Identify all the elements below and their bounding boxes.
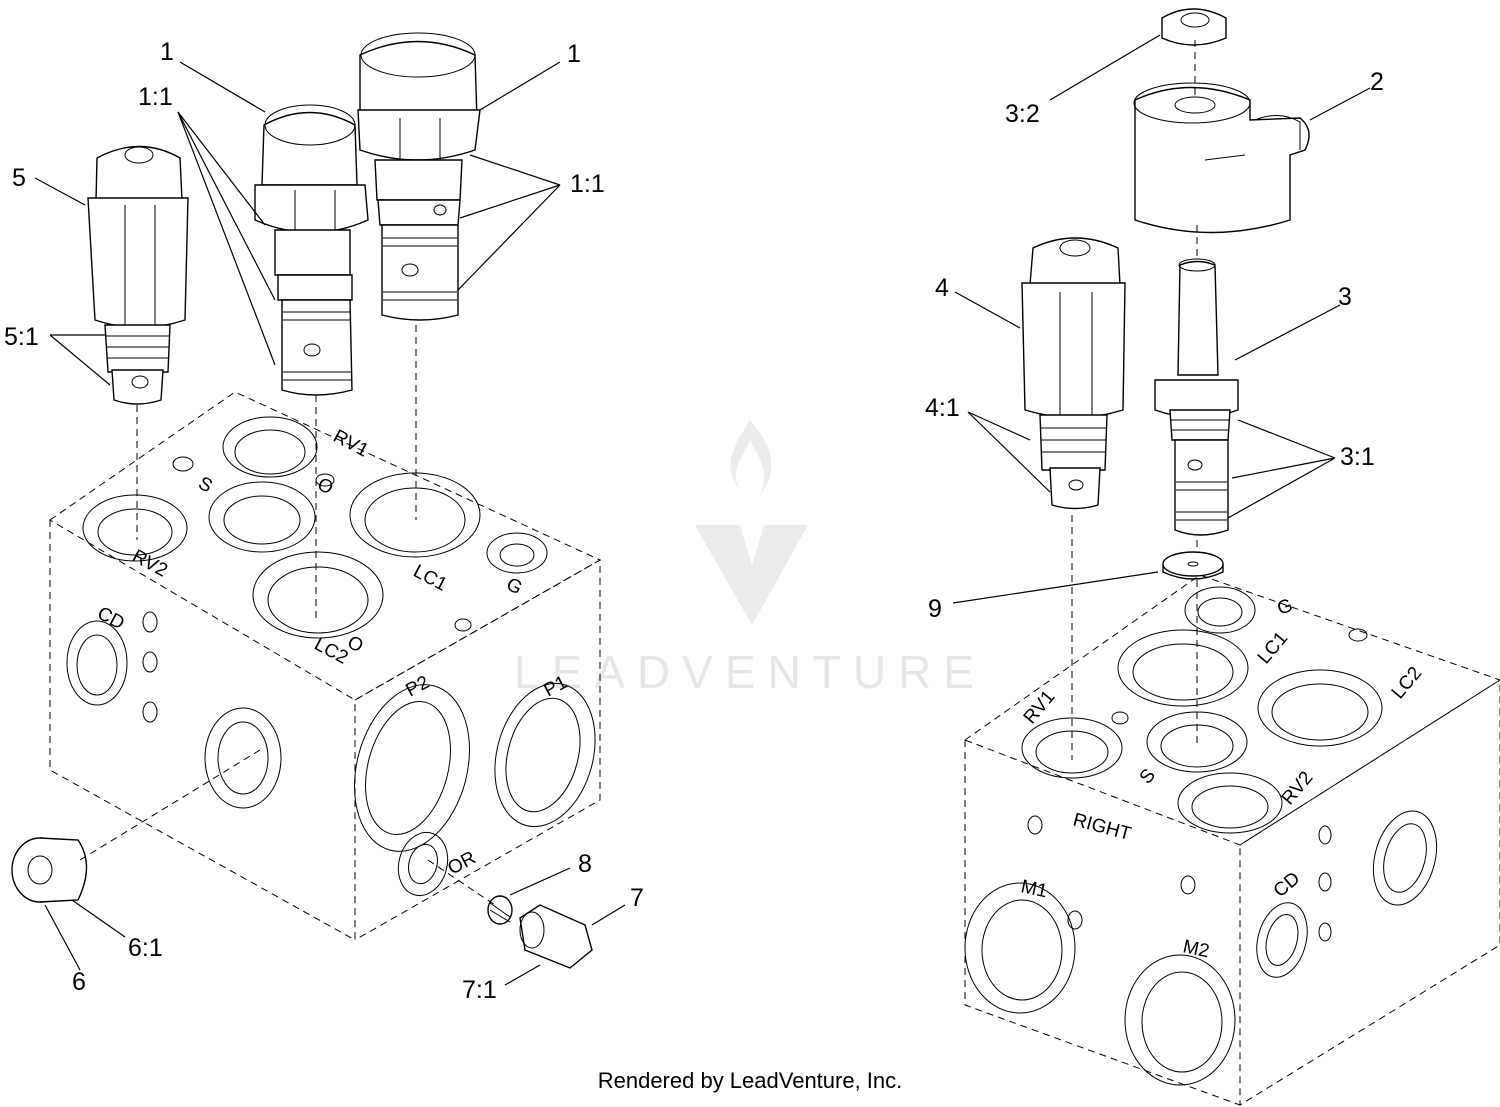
cartridge-valve-1-right: [357, 32, 481, 321]
solenoid-coil-2: [1133, 82, 1310, 234]
port-label-lc1-right: LC1: [1254, 628, 1292, 668]
port-label-rv1-right: RV1: [1020, 687, 1060, 729]
callout-2: 2: [1370, 68, 1384, 96]
port-label-lc2: LC2: [311, 634, 352, 669]
port-label-p2: P2: [402, 672, 432, 701]
left-center-lines: [79, 325, 496, 906]
callout-1-1-b: 1:1: [570, 170, 605, 198]
left-port-labels: RV1 S O RV2 LC1 G CD LC2 O P2 P1 OR: [94, 426, 571, 880]
solenoid-valve-3: [1154, 258, 1239, 536]
callout-6: 6: [72, 968, 86, 996]
port-label-right: RIGHT: [1071, 810, 1134, 846]
callout-4: 4: [935, 274, 949, 302]
left-callouts: 1 1 1:1 1:1 5 5:1 6 6:1 7 7:1 8: [4, 38, 644, 1004]
callout-1-1-a: 1:1: [138, 83, 173, 111]
callout-1-a: 1: [160, 38, 174, 66]
nut-3-2: [1161, 8, 1227, 46]
port-label-rv2: RV2: [129, 546, 171, 582]
port-label-s-right: S: [1136, 765, 1160, 788]
port-label-lc1: LC1: [410, 561, 451, 596]
left-manifold-block: [49, 391, 602, 941]
callout-3: 3: [1338, 283, 1352, 311]
right-center-lines: [1071, 40, 1198, 760]
plug-6: [11, 837, 88, 903]
port-label-m2: M2: [1181, 936, 1211, 962]
port-label-s: S: [195, 473, 216, 497]
port-label-m1: M1: [1019, 876, 1049, 902]
callout-9: 9: [928, 595, 942, 623]
callout-5: 5: [12, 164, 26, 192]
port-label-g-right: G: [1275, 595, 1296, 620]
relief-valve-4: [1021, 237, 1126, 510]
screen-8: [487, 895, 513, 925]
relief-valve-5: [87, 145, 189, 405]
port-label-lc2-right: LC2: [1388, 663, 1426, 703]
callout-3-1: 3:1: [1340, 443, 1375, 471]
port-label-g: G: [503, 574, 526, 599]
left-leader-lines: [34, 61, 626, 986]
port-label-rv2-right: RV2: [1278, 768, 1318, 810]
right-leader-lines: [952, 34, 1371, 604]
plug-7: [519, 904, 593, 969]
callout-7-1: 7:1: [462, 976, 497, 1004]
callout-8: 8: [578, 850, 592, 878]
cartridge-valve-1-middle: [254, 104, 369, 396]
callout-3-2: 3:2: [1005, 100, 1040, 128]
callout-1-b: 1: [567, 40, 581, 68]
port-label-cd-right: CD: [1270, 868, 1305, 902]
right-port-labels: G LC1 LC2 RV1 S RV2 RIGHT M1 CD M2: [1019, 595, 1426, 962]
washer-9: [1162, 551, 1224, 580]
watermark: LEADVENTURE: [514, 420, 986, 698]
port-label-cd: CD: [94, 603, 128, 634]
right-manifold-block: [963, 574, 1500, 1106]
callout-6-1: 6:1: [128, 934, 163, 962]
port-label-rv1: RV1: [330, 426, 372, 462]
watermark-text: LEADVENTURE: [514, 646, 986, 698]
callout-5-1: 5:1: [4, 323, 39, 351]
callout-7: 7: [630, 884, 644, 912]
callout-4-1: 4:1: [925, 394, 960, 422]
footer-credit: Rendered by LeadVenture, Inc.: [597, 1068, 903, 1093]
right-callouts: 3:2 2 4 3 4:1 3:1 9: [925, 68, 1384, 623]
